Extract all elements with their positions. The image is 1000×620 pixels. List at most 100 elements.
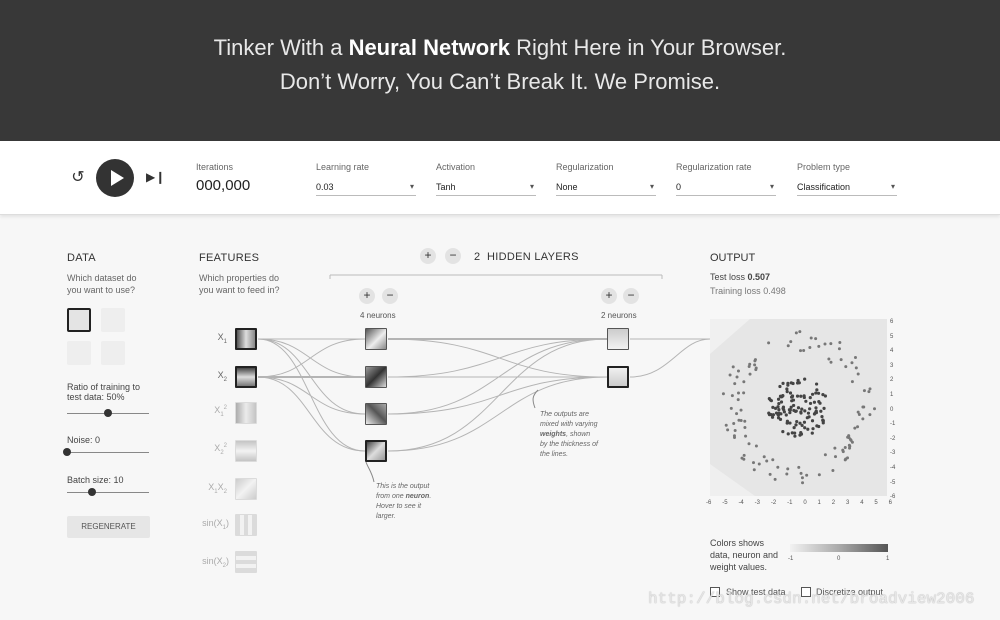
- data-point: [771, 413, 776, 417]
- data-point: [823, 453, 827, 457]
- regularization: Regularization None: [556, 162, 656, 196]
- hidden-layers-label: HIDDEN LAYERS: [487, 251, 579, 263]
- y-tick: 6: [890, 319, 894, 325]
- data-point: [861, 417, 865, 421]
- data-point: [733, 428, 737, 432]
- neuron-l1-4[interactable]: [365, 440, 387, 462]
- feature-node-x1x2[interactable]: [235, 478, 257, 500]
- dataset-spiral[interactable]: [101, 341, 125, 365]
- data-point: [777, 401, 781, 406]
- data-point: [822, 406, 826, 410]
- legend-tick-min: -1: [788, 556, 794, 562]
- batch-slider-knob[interactable]: [87, 488, 96, 496]
- data-point: [792, 408, 796, 413]
- feature-node-x2-squared[interactable]: [235, 440, 257, 462]
- step-icon[interactable]: ▶❙: [146, 170, 166, 184]
- add-neuron-layer2-button[interactable]: +: [601, 288, 617, 304]
- batch-label: Batch size: 10: [67, 475, 124, 485]
- data-point: [802, 420, 807, 424]
- problem-type-select[interactable]: Classification: [797, 182, 897, 196]
- data-point: [821, 421, 825, 425]
- data-point: [753, 358, 757, 362]
- data-point: [816, 391, 821, 395]
- data-point: [781, 430, 785, 434]
- batch-slider-track[interactable]: [67, 492, 149, 493]
- neuron-l1-3[interactable]: [365, 403, 387, 425]
- ratio-value: 50%: [106, 392, 125, 402]
- dataset-xor[interactable]: [101, 308, 125, 332]
- hero-subheadline: Don’t Worry, You Can’t Break It. We Prom…: [279, 69, 721, 94]
- data-point: [747, 442, 751, 446]
- feature-node-sin-x2[interactable]: [235, 551, 257, 573]
- data-point: [792, 426, 796, 430]
- data-point: [806, 411, 811, 415]
- noise-slider-knob[interactable]: [63, 448, 71, 456]
- feature-node-x2[interactable]: [235, 366, 257, 388]
- regenerate-button[interactable]: REGENERATE: [67, 516, 150, 538]
- remove-layer-button[interactable]: −: [445, 248, 461, 264]
- reset-icon[interactable]: ↺: [71, 169, 85, 186]
- remove-neuron-layer2-button[interactable]: −: [623, 288, 639, 304]
- hidden-layers-count: 2: [474, 251, 481, 263]
- data-point: [788, 391, 793, 395]
- data-point: [771, 405, 775, 409]
- x-tick: -5: [722, 500, 728, 506]
- data-point: [798, 421, 802, 425]
- legend-tick-mid: 0: [837, 556, 841, 562]
- data-point: [799, 471, 803, 475]
- data-point: [800, 476, 804, 480]
- data-point: [803, 377, 807, 381]
- show-test-data-checkbox[interactable]: [710, 587, 720, 597]
- learning-rate-select[interactable]: 0.03: [316, 182, 416, 196]
- data-point: [771, 458, 775, 462]
- add-layer-button[interactable]: +: [420, 248, 436, 264]
- data-point: [785, 472, 789, 476]
- add-neuron-layer1-button[interactable]: +: [359, 288, 375, 304]
- data-point: [804, 399, 808, 403]
- dataset-gauss[interactable]: [67, 341, 91, 365]
- feature-node-x1[interactable]: [235, 328, 257, 350]
- data-point: [831, 469, 835, 473]
- x-tick: -6: [706, 500, 712, 506]
- data-point: [793, 431, 797, 435]
- regularization-rate-select[interactable]: 0: [676, 182, 776, 196]
- activation-select[interactable]: Tanh: [436, 182, 536, 196]
- data-point: [815, 388, 819, 392]
- feature-label-sin-x1: sin(X1): [202, 518, 229, 531]
- data-point: [786, 432, 790, 436]
- data-point: [785, 421, 789, 425]
- data-subtitle: Which dataset do you want to use?: [67, 273, 137, 295]
- data-point: [814, 409, 818, 413]
- ratio-slider-knob[interactable]: [104, 409, 112, 417]
- test-loss-value: 0.507: [747, 272, 771, 282]
- test-loss: Test loss 0.507: [710, 272, 771, 282]
- data-point: [800, 423, 804, 427]
- data-point: [803, 426, 807, 430]
- data-point: [799, 431, 803, 435]
- data-point: [786, 467, 790, 471]
- remove-neuron-layer1-button[interactable]: −: [382, 288, 398, 304]
- neuron-l2-1[interactable]: [607, 328, 629, 350]
- data-point: [850, 361, 854, 365]
- iterations-value: 000,000: [196, 177, 251, 194]
- neuron-l2-2[interactable]: [607, 366, 629, 388]
- feature-node-x1-squared[interactable]: [235, 402, 257, 424]
- regularization-select[interactable]: None: [556, 182, 656, 196]
- neuron-l1-2[interactable]: [365, 366, 387, 388]
- noise-slider-track[interactable]: [67, 452, 149, 453]
- data-point: [820, 414, 824, 419]
- play-button[interactable]: [96, 159, 134, 197]
- data-point: [789, 405, 793, 409]
- x-tick: 0: [803, 500, 807, 506]
- neuron-l1-1[interactable]: [365, 328, 387, 350]
- data-point: [762, 455, 766, 459]
- discretize-output-checkbox[interactable]: [801, 587, 811, 597]
- feature-label-x1: X1: [217, 332, 227, 345]
- y-tick: 4: [890, 348, 894, 355]
- feature-node-sin-x1[interactable]: [235, 514, 257, 536]
- dataset-circle[interactable]: [67, 308, 91, 332]
- output-heatmap[interactable]: [710, 319, 887, 496]
- x-tick: 2: [831, 500, 836, 506]
